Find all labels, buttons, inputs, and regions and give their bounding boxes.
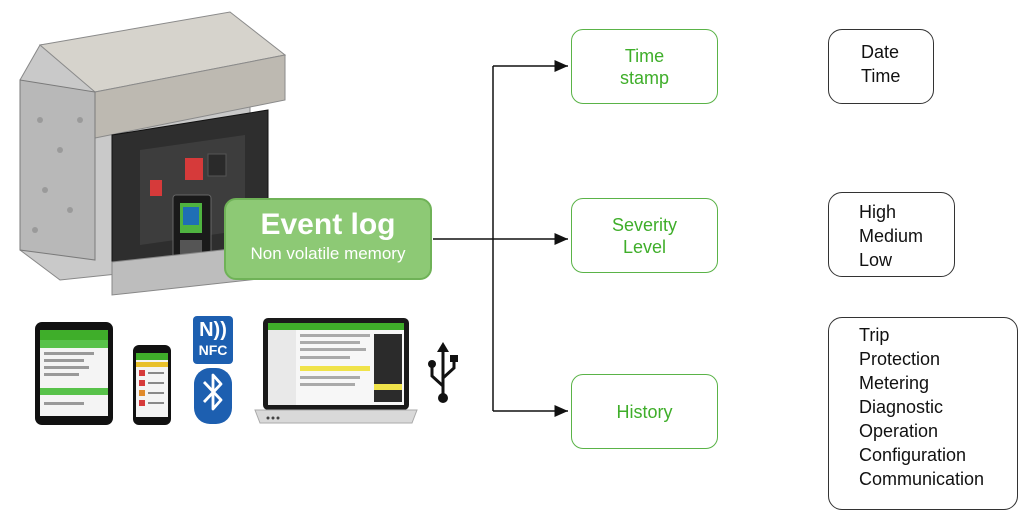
detail-time: Time [861,66,901,86]
history-box: History [571,374,718,449]
severity-details-box: High Medium Low [828,192,955,277]
detail-operation: Operation [859,421,939,441]
event-log-box: Event log Non volatile memory [224,198,432,280]
detail-configuration: Configuration [859,445,967,465]
detail-metering: Metering [859,373,930,393]
detail-diagnostic: Diagnostic [859,397,944,417]
nfc-icon: N)) NFC [193,316,233,364]
detail-low: Low [859,250,893,270]
event-log-title: Event log [260,208,396,241]
severity-level-label: Severity Level [611,214,678,257]
time-stamp-label: Time stamp [619,45,670,88]
detail-medium: Medium [859,226,924,246]
history-label: History [616,401,673,422]
detail-high: High [859,202,897,222]
time-stamp-details-box: Date Time [828,29,934,104]
detail-protection: Protection [859,349,941,369]
detail-communication: Communication [859,469,985,489]
history-details-box: Trip Protection Metering Diagnostic Oper… [828,317,1018,510]
time-stamp-box: Time stamp [571,29,718,104]
nfc-label: NFC [198,342,228,358]
detail-trip: Trip [859,325,890,345]
event-log-subtitle: Non volatile memory [250,244,406,263]
detail-date: Date [861,42,900,62]
severity-level-box: Severity Level [571,198,718,273]
